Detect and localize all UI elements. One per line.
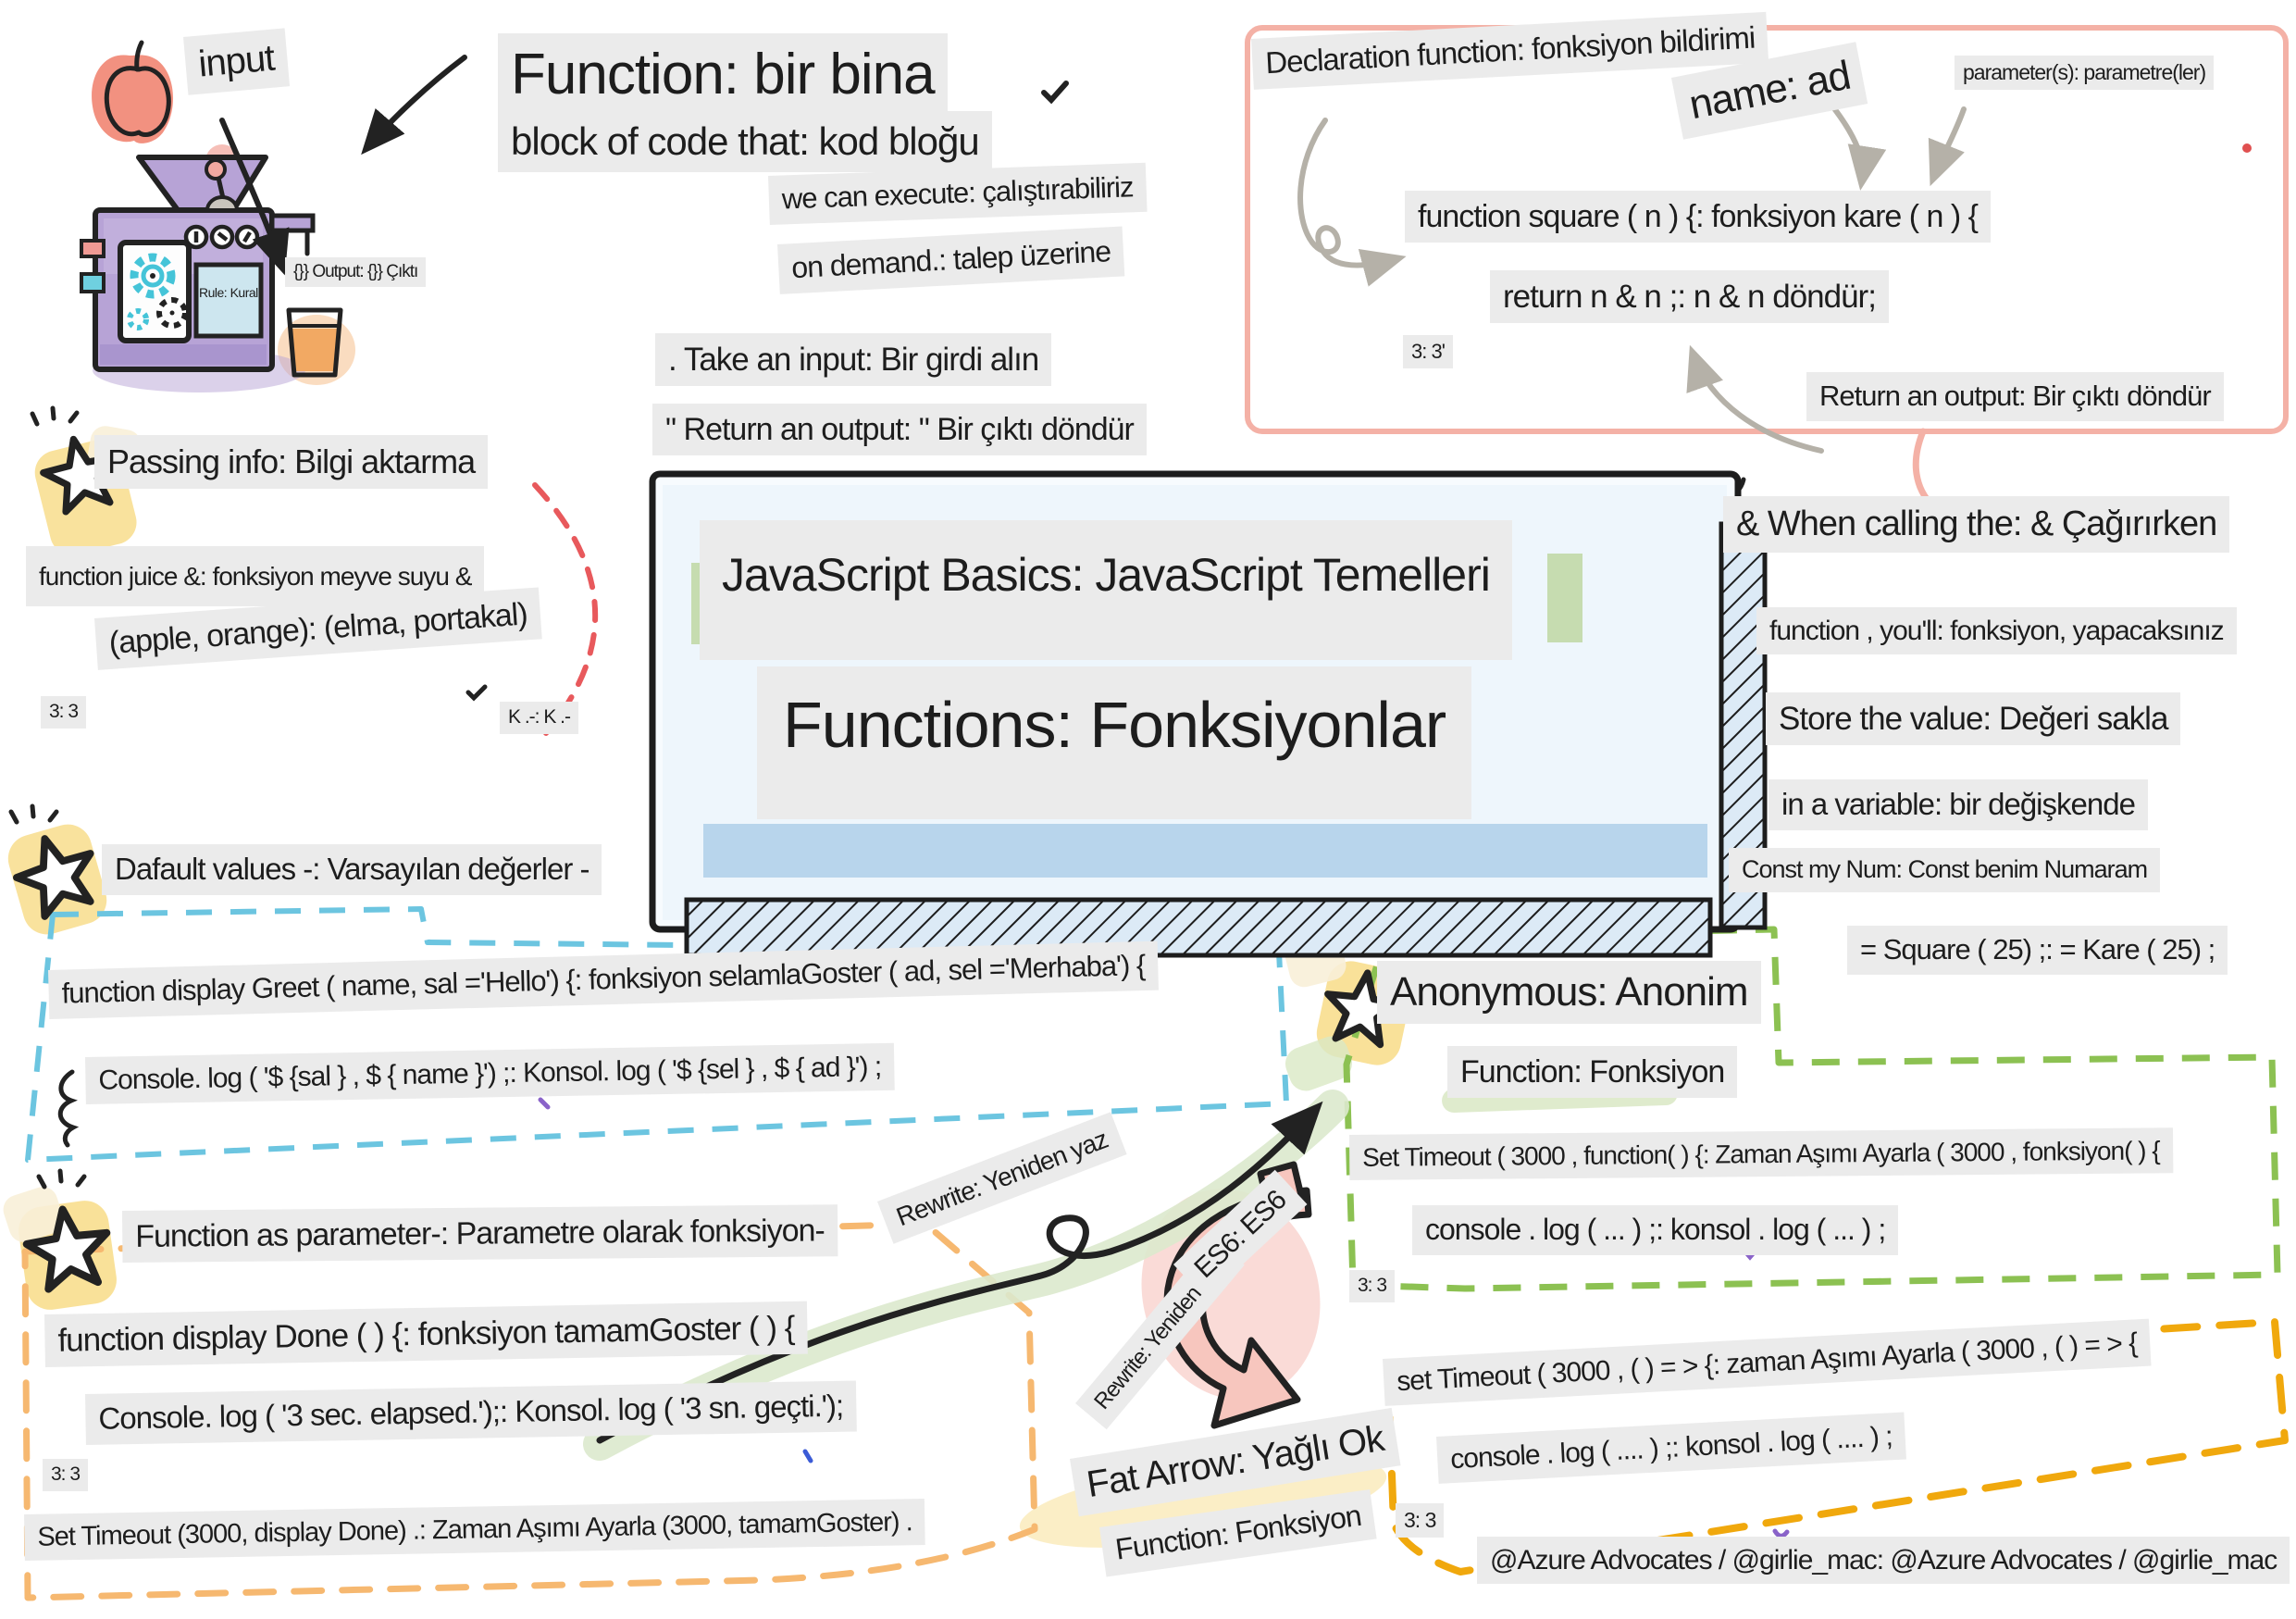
label-calling-variable: in a variable: bir değişkende bbox=[1769, 779, 2148, 830]
label-declaration-code1: function square ( n ) {: fonksiyon kare … bbox=[1405, 191, 1991, 243]
label-block-of-code: block of code that: kod bloğu bbox=[498, 111, 992, 172]
gears-icon bbox=[127, 253, 188, 330]
label-credits: @Azure Advocates / @girlie_mac: @Azure A… bbox=[1477, 1537, 2290, 1585]
passing-info-red-arc bbox=[532, 482, 599, 736]
label-title-line1: JavaScript Basics: JavaScript Temelleri bbox=[700, 520, 1512, 660]
label-passing-count: 3: 3 bbox=[41, 696, 87, 729]
label-function-title: Function: bir bina bbox=[498, 33, 948, 117]
machine-teal-tab bbox=[80, 272, 105, 293]
tiny-red-dot bbox=[2242, 143, 2252, 153]
label-declaration-params: parameter(s): parametre(ler) bbox=[1955, 56, 2215, 91]
input-arrow bbox=[219, 118, 290, 276]
label-anonymous-heading: Anonymous: Anonim bbox=[1377, 961, 1761, 1024]
label-passing-note: K .-: K .- bbox=[500, 702, 579, 734]
label-calling-square: = Square ( 25) ;: = Kare ( 25) ; bbox=[1847, 926, 2228, 975]
anonymous-green-dashed-box bbox=[1343, 926, 2281, 1292]
label-fat-arrow-count: 3: 3 bbox=[1396, 1503, 1445, 1538]
label-passing-heading: Passing info: Bilgi aktarma bbox=[94, 435, 489, 490]
machine-knobs bbox=[183, 224, 260, 250]
rule-screen bbox=[193, 262, 264, 339]
label-take-an-input: . Take an input: Bir girdi alın bbox=[655, 333, 1052, 387]
gears-window bbox=[118, 240, 192, 343]
tiny-blue-tick bbox=[802, 1449, 813, 1463]
label-return-an-output-intro: " Return an output: " Bir çıktı döndür bbox=[652, 404, 1147, 456]
label-calling-const: Const my Num: Const benim Numaram bbox=[1729, 848, 2161, 892]
label-declaration-code2: return n & n ;: n & n döndür; bbox=[1490, 270, 1889, 324]
label-as-parameter-count: 3: 3 bbox=[43, 1459, 89, 1491]
as-parameter-orange-dashed-box bbox=[21, 1220, 1038, 1601]
label-rule: Rule: Kural bbox=[199, 285, 258, 300]
label-anonymous-code2: console . log ( ... ) ;: konsol . log ( … bbox=[1412, 1205, 1899, 1255]
machine-pink-tab bbox=[80, 239, 105, 258]
label-anonymous-code1: Set Timeout ( 3000 , function( ) {: Zama… bbox=[1349, 1127, 2173, 1181]
lever-ball bbox=[205, 158, 227, 181]
declaration-gray-arrows bbox=[1297, 101, 1967, 454]
blue-box-squiggle bbox=[57, 1069, 80, 1148]
label-title-line2: Functions: Fonksiyonlar bbox=[757, 666, 1472, 819]
label-defaults-heading: Dafault values -: Varsayılan değerler - bbox=[102, 844, 602, 895]
label-calling-heading: & When calling the: & Çağırırken bbox=[1723, 496, 2230, 553]
label-as-parameter-heading: Function as parameter-: Parametre olarak… bbox=[122, 1204, 838, 1264]
label-anonymous-subheading: Function: Fonksiyon bbox=[1447, 1046, 1738, 1099]
apple-icon bbox=[92, 40, 174, 143]
juice-glass-icon bbox=[286, 307, 343, 378]
title-box-bottom-hatch bbox=[684, 897, 1713, 958]
label-calling-youll: function , you'll: fonksiyon, yapacaksın… bbox=[1756, 607, 2237, 655]
label-output: {}} Output: {}} Çıktı bbox=[285, 257, 427, 288]
label-declaration-count: 3: 3' bbox=[1403, 335, 1453, 368]
label-declaration-return-note: Return an output: Bir çıktı döndür bbox=[1806, 372, 2224, 421]
rewrite-arrow bbox=[596, 1101, 1323, 1444]
juicer-machine-illustration bbox=[80, 144, 343, 392]
function-to-machine-arrow bbox=[361, 55, 467, 156]
label-input: input bbox=[183, 28, 290, 95]
declaration-pink-connector bbox=[1912, 428, 1936, 509]
label-calling-store: Store the value: Değeri sakla bbox=[1766, 692, 2181, 746]
label-anonymous-count: 3: 3 bbox=[1349, 1270, 1396, 1302]
green-accent-right bbox=[1547, 554, 1582, 642]
